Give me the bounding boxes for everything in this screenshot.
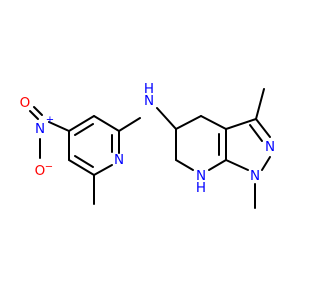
atom-pyridine-n: N (114, 152, 124, 168)
atom-amine-n: N (144, 93, 154, 109)
atom-nitro-n: N (35, 121, 45, 137)
double-bond-nitro-n-o-top-2 (29, 110, 39, 120)
double-bond-c3-c4 (74, 123, 94, 136)
bond-c3-n2 (255, 118, 271, 138)
bond-amine-c5 (156, 107, 177, 130)
double-bond-c5-c6 (74, 155, 94, 168)
atom-ring-nh-n: N (196, 168, 206, 184)
bond-c5-c6 (68, 159, 95, 176)
bond-c3a-c3 (225, 118, 257, 130)
bond-c4-c3a (200, 115, 227, 130)
bond-methyl-c3 (255, 88, 265, 120)
bond-n2-n1 (261, 156, 271, 171)
atom-ring-nh-h: H (196, 180, 206, 196)
tetrahydropyridine-ring (175, 115, 227, 171)
bond-c7a-nh (208, 159, 227, 171)
bond-nh-c6 (175, 159, 194, 171)
atom-nitro-o-bottom: O (35, 163, 46, 179)
bond-n1-c7a (225, 159, 249, 171)
atom-nitro-o-top: O (20, 95, 31, 111)
bond-c6-n1 (93, 164, 113, 176)
double-bond-c3-n2 (249, 124, 263, 142)
bond-c3-c4 (68, 115, 95, 132)
nitro-group (29, 106, 70, 159)
bond-c2-c3 (93, 115, 120, 132)
atom-pyrazole-n2: N (265, 139, 275, 155)
bond-c2-amine (118, 117, 141, 132)
atom-pyrazole-n1: N (250, 168, 260, 184)
nitro-o-charge: − (45, 162, 53, 173)
bond-c5-c4 (175, 115, 202, 130)
nitro-n-charge: + (46, 115, 54, 126)
bond-c5-nitro-n (48, 121, 70, 132)
pyrazole-ring (225, 118, 271, 171)
pyridine-ring (68, 115, 120, 176)
bond-nitro-n-o-top (33, 106, 43, 116)
atom-amine-h: H (144, 81, 154, 97)
molecule-structure: N H N N + O O − N H N N (20, 81, 275, 209)
